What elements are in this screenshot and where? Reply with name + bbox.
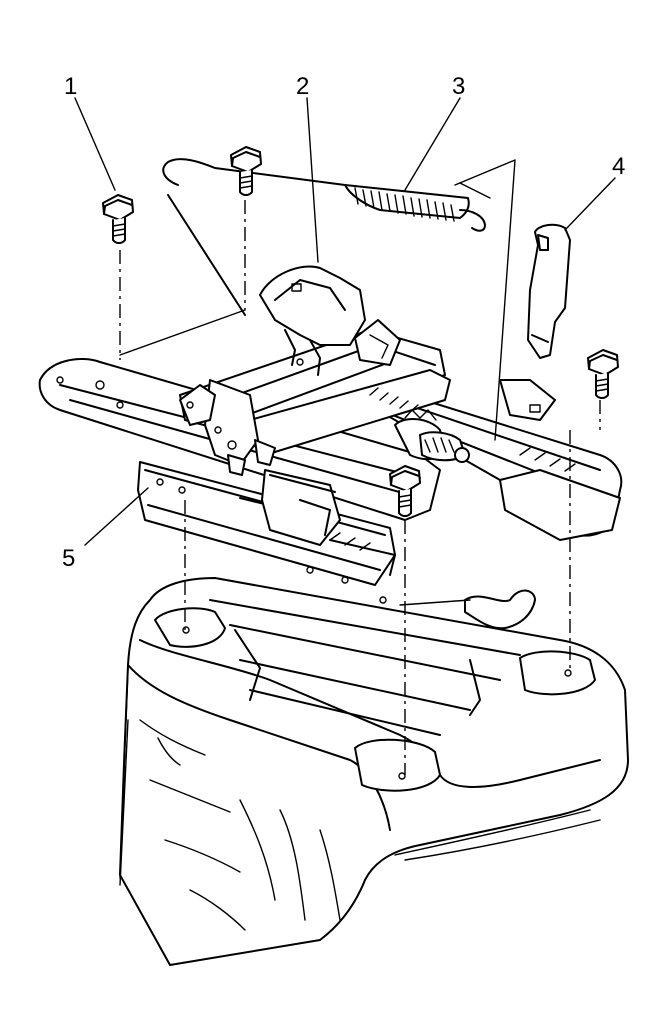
bolt-right (587, 349, 619, 399)
callout-4: 4 (612, 153, 625, 180)
callout-3: 3 (452, 73, 465, 100)
callout-2: 2 (296, 73, 309, 100)
assembly-lines (119, 159, 601, 886)
callout-labels: 1 2 3 4 5 (62, 73, 625, 572)
callout-1: 1 (64, 73, 77, 100)
bracket-part-2 (259, 265, 366, 376)
bolt-front-center (389, 465, 421, 517)
bolt-1 (102, 194, 134, 244)
callout-leaders (74, 97, 616, 546)
tension-spring-part-3 (162, 158, 486, 316)
bolt-upper-center (230, 146, 262, 196)
callout-5: 5 (62, 545, 75, 572)
seat-adjuster-frame (38, 319, 623, 551)
handle-part-4 (527, 223, 571, 359)
seat-cushion (119, 577, 629, 966)
